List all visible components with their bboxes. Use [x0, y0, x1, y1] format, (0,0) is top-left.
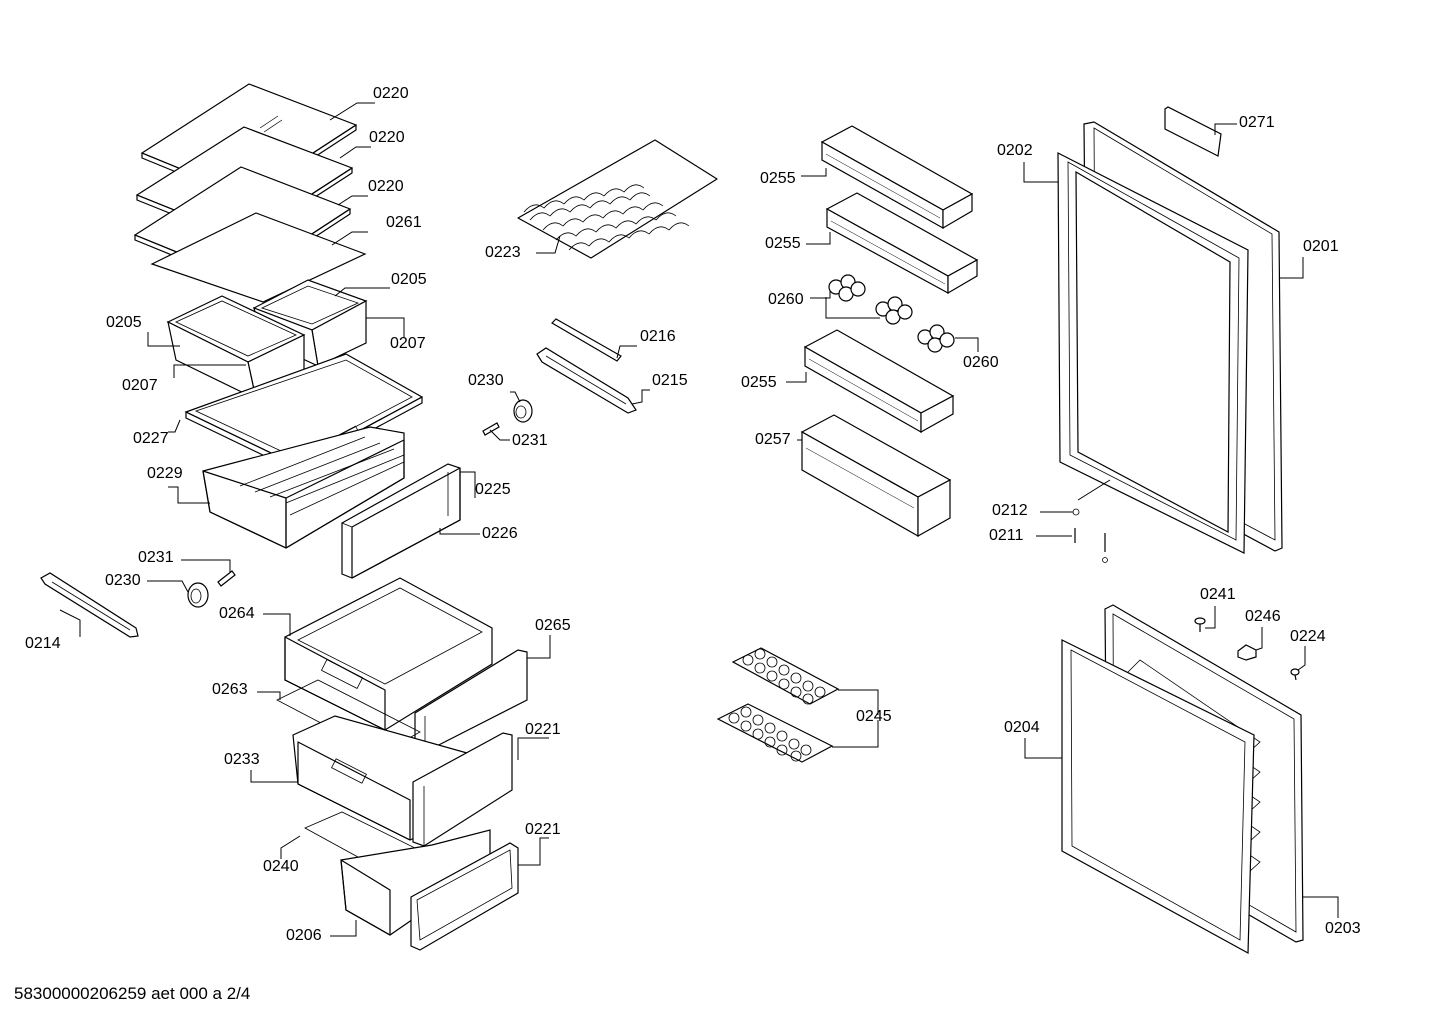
part-label-0233: 0233	[224, 751, 260, 768]
door-shelf-0255-first	[820, 125, 974, 230]
part-label-0205: 0205	[106, 314, 142, 331]
part-label-0204: 0204	[1004, 719, 1040, 736]
part-label-0231: 0231	[512, 432, 548, 449]
screw-0241	[1194, 617, 1206, 632]
part-label-0231: 0231	[138, 549, 174, 566]
part-label-0221: 0221	[525, 821, 561, 838]
drawer-front-0221-upper	[412, 732, 513, 847]
freezer-drawer-0264	[284, 577, 493, 731]
egg-tray-0260-a	[828, 274, 866, 302]
part-label-0202: 0202	[997, 142, 1033, 159]
part-label-0216: 0216	[640, 328, 676, 345]
part-label-0215: 0215	[652, 372, 688, 389]
leader-lines	[59, 102, 1339, 937]
label-plate-0271	[1164, 106, 1222, 157]
shelf-panel-0261	[150, 212, 367, 303]
pin-0231-lower	[217, 570, 236, 587]
egg-tray-0260-b	[875, 296, 913, 325]
roller-0230-lower	[187, 582, 209, 608]
ice-tray-0245-lower	[716, 703, 834, 763]
part-label-0230: 0230	[105, 572, 141, 589]
hinge-pin-0211	[1074, 528, 1108, 563]
part-label-0225: 0225	[475, 481, 511, 498]
part-label-0224: 0224	[1290, 628, 1326, 645]
part-label-0264: 0264	[219, 605, 255, 622]
roller-0230-upper	[513, 399, 533, 423]
part-label-0207: 0207	[390, 335, 426, 352]
part-label-0203: 0203	[1325, 920, 1361, 937]
part-label-0263: 0263	[212, 681, 248, 698]
rail-0214	[40, 572, 139, 638]
part-label-0226: 0226	[482, 525, 518, 542]
part-label-0229: 0229	[147, 465, 183, 482]
drawer-front-0226	[341, 463, 461, 579]
part-label-0230: 0230	[468, 372, 504, 389]
door-gasket-0204	[1061, 639, 1255, 954]
part-label-0223: 0223	[485, 244, 521, 261]
part-label-0260: 0260	[768, 291, 804, 308]
rail-0216	[551, 318, 622, 362]
part-label-0246: 0246	[1245, 608, 1281, 625]
part-label-0271: 0271	[1239, 114, 1275, 131]
part-label-0245: 0245	[856, 708, 892, 725]
cap-0246	[1237, 644, 1257, 661]
part-label-0257: 0257	[755, 431, 791, 448]
pin-0231-upper	[482, 422, 500, 436]
part-label-0207: 0207	[122, 377, 158, 394]
part-label-0220: 0220	[373, 85, 409, 102]
part-label-0220: 0220	[369, 129, 405, 146]
door-shelf-0255-third	[803, 329, 955, 434]
part-label-0261: 0261	[386, 214, 422, 231]
crisper-drawer-0229	[202, 426, 405, 549]
hinge-screw-0212	[1072, 508, 1080, 516]
door-shelf-0255-second	[825, 192, 979, 295]
part-label-0240: 0240	[263, 858, 299, 875]
part-label-0227: 0227	[133, 430, 169, 447]
part-label-0205: 0205	[391, 271, 427, 288]
part-label-0265: 0265	[535, 617, 571, 634]
part-label-0255: 0255	[741, 374, 777, 391]
part-label-0241: 0241	[1200, 586, 1236, 603]
part-label-0212: 0212	[992, 502, 1028, 519]
screw-0224	[1290, 668, 1300, 681]
part-label-0220: 0220	[368, 178, 404, 195]
part-label-0211: 0211	[989, 527, 1024, 544]
rail-0215	[536, 347, 637, 414]
part-label-0201: 0201	[1303, 238, 1339, 255]
ice-tray-0245-upper	[731, 647, 840, 705]
part-label-0214: 0214	[25, 635, 61, 652]
door-gasket-0202	[1057, 152, 1249, 554]
part-label-0255: 0255	[765, 235, 801, 252]
drawer-front-0221-lower	[410, 842, 519, 951]
part-label-0255: 0255	[760, 170, 796, 187]
document-reference: 58300000206259 aet 000 a 2/4	[14, 984, 251, 1003]
part-label-0260: 0260	[963, 354, 999, 371]
bottle-rack-0223	[517, 139, 718, 259]
door-shelf-0257	[800, 414, 952, 538]
egg-tray-0260-c	[917, 324, 955, 353]
part-label-0221: 0221	[525, 721, 561, 738]
part-label-0206: 0206	[286, 927, 322, 944]
